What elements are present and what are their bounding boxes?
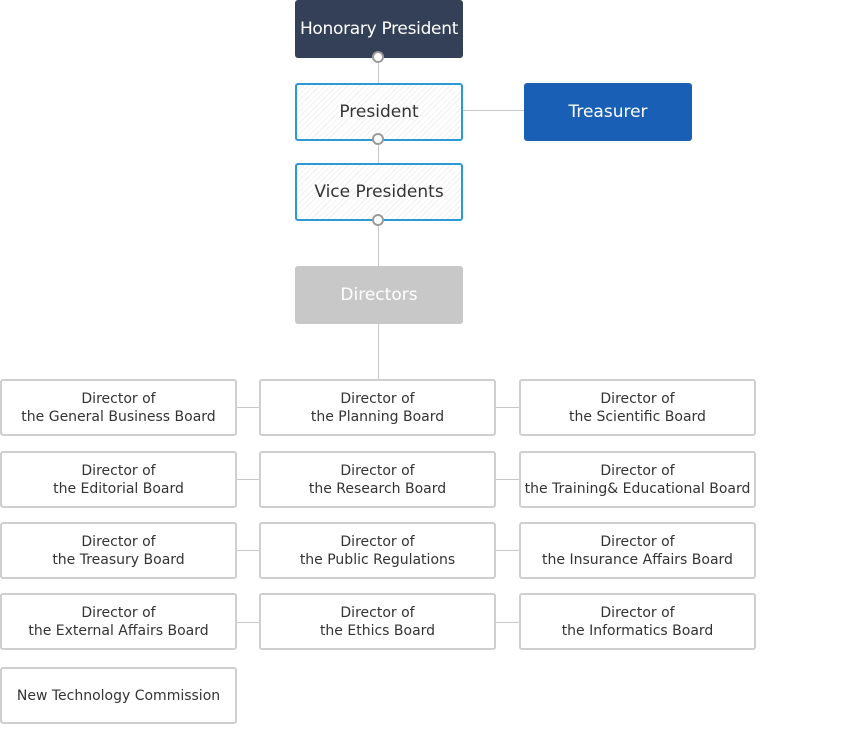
connector-dot-president: [372, 133, 384, 145]
directors-box: Directors: [295, 266, 463, 324]
board-training-educational: Director of the Training& Educational Bo…: [519, 451, 756, 508]
board-scientific: Director of the Scientific Board: [519, 379, 756, 436]
board-line2: the General Business Board: [21, 408, 216, 425]
board-line2: the External Affairs Board: [28, 622, 209, 639]
board-line1: Director of: [340, 462, 415, 479]
board-line2: the Research Board: [308, 480, 447, 497]
board-external-affairs: Director of the External Affairs Board: [0, 593, 237, 650]
board-line1: Director of: [340, 604, 415, 621]
commission-label: New Technology Commission: [16, 687, 221, 704]
connector-row-4-left: [236, 622, 260, 623]
board-line1: Director of: [600, 462, 675, 479]
board-line1: Director of: [81, 462, 156, 479]
board-line2: the Informatics Board: [561, 622, 714, 639]
president-box: President: [295, 83, 463, 141]
connector-row-2-right: [495, 479, 520, 480]
connector-row-3-right: [495, 550, 520, 551]
board-treasury: Director of the Treasury Board: [0, 522, 237, 579]
connector-president-vice: [378, 139, 379, 164]
board-line2: the Ethics Board: [319, 622, 436, 639]
connector-president-treasurer: [462, 110, 524, 111]
treasurer-label: Treasurer: [568, 102, 648, 122]
connector-row-1-left: [236, 407, 260, 408]
board-line1: Director of: [81, 533, 156, 550]
board-line2: the Treasury Board: [52, 551, 185, 568]
connector-row-1-right: [495, 407, 520, 408]
board-line1: Director of: [600, 533, 675, 550]
honorary-president-label: Honorary President: [299, 19, 459, 39]
board-line2: the Scientific Board: [569, 408, 706, 425]
connector-row-4-right: [495, 622, 520, 623]
connector-vice-directors: [378, 220, 379, 266]
new-technology-commission: New Technology Commission: [0, 667, 237, 724]
connector-row-3-left: [236, 550, 260, 551]
board-ethics: Director of the Ethics Board: [259, 593, 496, 650]
board-public-regulations: Director of the Public Regulations: [259, 522, 496, 579]
connector-dot-honorary: [372, 51, 384, 63]
board-general-business: Director of the General Business Board: [0, 379, 237, 436]
board-insurance-affairs: Director of the Insurance Affairs Board: [519, 522, 756, 579]
vice-presidents-label: Vice Presidents: [314, 182, 444, 202]
board-line2: the Planning Board: [310, 408, 445, 425]
board-line1: Director of: [81, 390, 156, 407]
board-editorial: Director of the Editorial Board: [0, 451, 237, 508]
board-informatics: Director of the Informatics Board: [519, 593, 756, 650]
board-line2: the Insurance Affairs Board: [542, 551, 733, 568]
president-label: President: [339, 102, 419, 122]
board-line1: Director of: [340, 390, 415, 407]
treasurer-box: Treasurer: [524, 83, 692, 141]
board-line1: Director of: [81, 604, 156, 621]
board-planning: Director of the Planning Board: [259, 379, 496, 436]
connector-directors-boards: [378, 323, 379, 379]
board-line1: Director of: [600, 604, 675, 621]
connector-dot-vice: [372, 214, 384, 226]
board-line2: the Editorial Board: [53, 480, 184, 497]
board-line2: the Training& Educational Board: [524, 480, 751, 497]
board-line1: Director of: [600, 390, 675, 407]
connector-row-2-left: [236, 479, 260, 480]
vice-presidents-box: Vice Presidents: [295, 163, 463, 221]
honorary-president-box: Honorary President: [295, 0, 463, 58]
board-line1: Director of: [340, 533, 415, 550]
connector-honorary-president: [378, 57, 379, 84]
board-line2: the Public Regulations: [299, 551, 456, 568]
board-research: Director of the Research Board: [259, 451, 496, 508]
directors-label: Directors: [340, 285, 418, 305]
